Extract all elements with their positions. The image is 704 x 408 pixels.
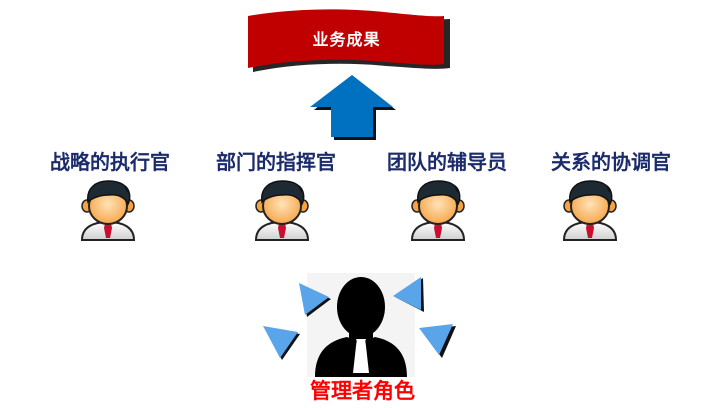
pointer-triangle-icon bbox=[263, 326, 300, 360]
up-arrow-icon bbox=[310, 75, 396, 140]
outcome-banner bbox=[248, 9, 450, 72]
outcome-label: 业务成果 bbox=[312, 30, 381, 49]
role-label-strategy-executor: 战略的执行官 bbox=[50, 150, 170, 174]
role-label-team-coach: 团队的辅导员 bbox=[387, 150, 507, 174]
businessman-avatar-icon bbox=[80, 180, 136, 241]
businessman-avatar-icon bbox=[410, 180, 466, 241]
businessman-avatar-icon bbox=[254, 180, 310, 241]
manager-role-label: 管理者角色 bbox=[310, 379, 415, 403]
role-label-department-commander: 部门的指挥官 bbox=[216, 150, 336, 174]
manager-figure bbox=[307, 273, 415, 377]
role-label-relationship-coordinator: 关系的协调官 bbox=[551, 150, 671, 174]
businessman-avatar-icon bbox=[562, 180, 618, 241]
pointer-triangle-icon bbox=[419, 324, 456, 358]
manager-silhouette-icon bbox=[315, 277, 407, 377]
